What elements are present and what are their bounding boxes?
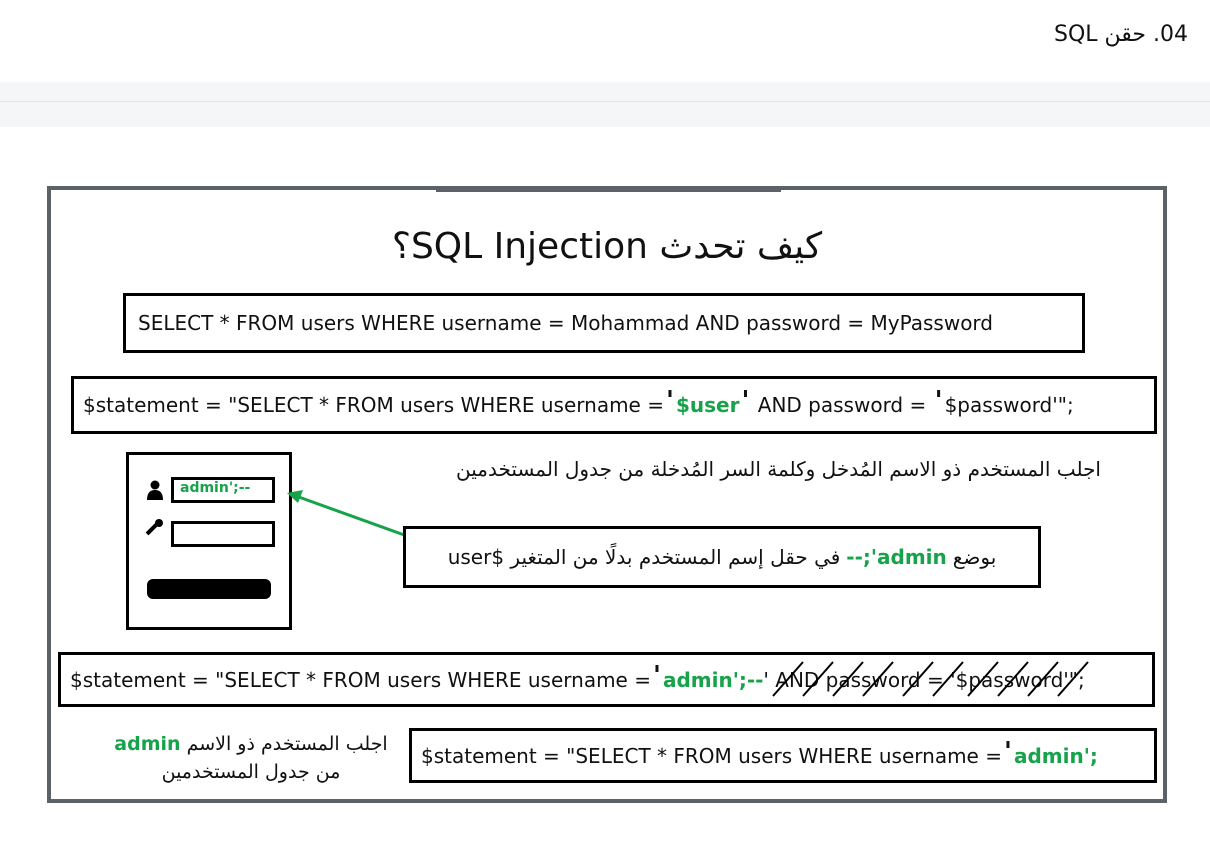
user-icon <box>147 480 163 505</box>
toolbar-band <box>0 82 1210 127</box>
query-description: اجلب المستخدم ذو الاسم المُدخل وكلمة الس… <box>456 457 1101 481</box>
result-admin-name: admin <box>114 733 181 755</box>
slide-frame: كيف تحدث SQL Injection؟ SELECT * FROM us… <box>47 186 1167 803</box>
username-field-illustration: admin';-- <box>171 477 275 503</box>
injection-note-box: بوضع --;'admin في حقل إسم المستخدم بدلًا… <box>403 526 1041 588</box>
page-header: 04. حقن SQL <box>0 0 1210 80</box>
pointer-arrow <box>287 490 408 538</box>
username-field-value: admin';-- <box>180 480 251 496</box>
statement-prefix: $statement = "SELECT * FROM users WHERE … <box>83 393 664 417</box>
strike-marks <box>772 660 1090 697</box>
close-quote: ' <box>741 386 750 416</box>
plain-query-box: SELECT * FROM users WHERE username = Moh… <box>123 293 1085 353</box>
login-button-illustration <box>147 579 271 599</box>
injection-note-after: في حقل إسم المستخدم بدلًا من المتغير $us… <box>447 545 841 569</box>
statement-middle: AND password = <box>751 393 933 417</box>
result-prefix: $statement = "SELECT * FROM users WHERE … <box>421 743 1002 768</box>
open-quote: ' <box>665 386 674 416</box>
password-variable: $password <box>944 393 1053 417</box>
result-open-quote: ' <box>1003 736 1012 767</box>
page-title: 04. حقن SQL <box>1053 22 1188 47</box>
divider <box>0 101 1210 102</box>
plain-query-text: SELECT * FROM users WHERE username = Moh… <box>138 311 993 335</box>
injected-prefix: $statement = "SELECT * FROM users WHERE … <box>70 667 651 692</box>
password-open-quote: ' <box>934 386 943 416</box>
statement-template-box: $statement = "SELECT * FROM users WHERE … <box>71 376 1157 434</box>
injection-payload: --;'admin <box>846 545 947 569</box>
slide-title: كيف تحدث SQL Injection؟ <box>391 226 823 267</box>
result-line2: من جدول المستخدمين <box>161 761 341 783</box>
injected-payload: admin';-- <box>662 667 764 692</box>
password-field-illustration <box>171 521 275 547</box>
injected-statement-box: $statement = "SELECT * FROM users WHERE … <box>58 652 1155 707</box>
key-icon <box>143 517 165 544</box>
injected-open-quote: ' <box>652 660 661 691</box>
login-form-illustration: admin';-- <box>126 452 292 630</box>
injection-note-before: بوضع <box>952 545 997 569</box>
result-payload: admin'; <box>1013 743 1098 768</box>
result-line1-before: اجلب المستخدم ذو الاسم <box>180 733 388 755</box>
result-description: اجلب المستخدم ذو الاسم admin من جدول الم… <box>101 730 401 786</box>
struck-out-remainder: ' AND password = '$password'"; <box>763 660 1090 697</box>
user-variable: $user <box>675 393 740 417</box>
slide-frame-tab <box>436 186 781 192</box>
statement-suffix: '"; <box>1052 393 1074 417</box>
result-statement-box: $statement = "SELECT * FROM users WHERE … <box>409 728 1157 783</box>
